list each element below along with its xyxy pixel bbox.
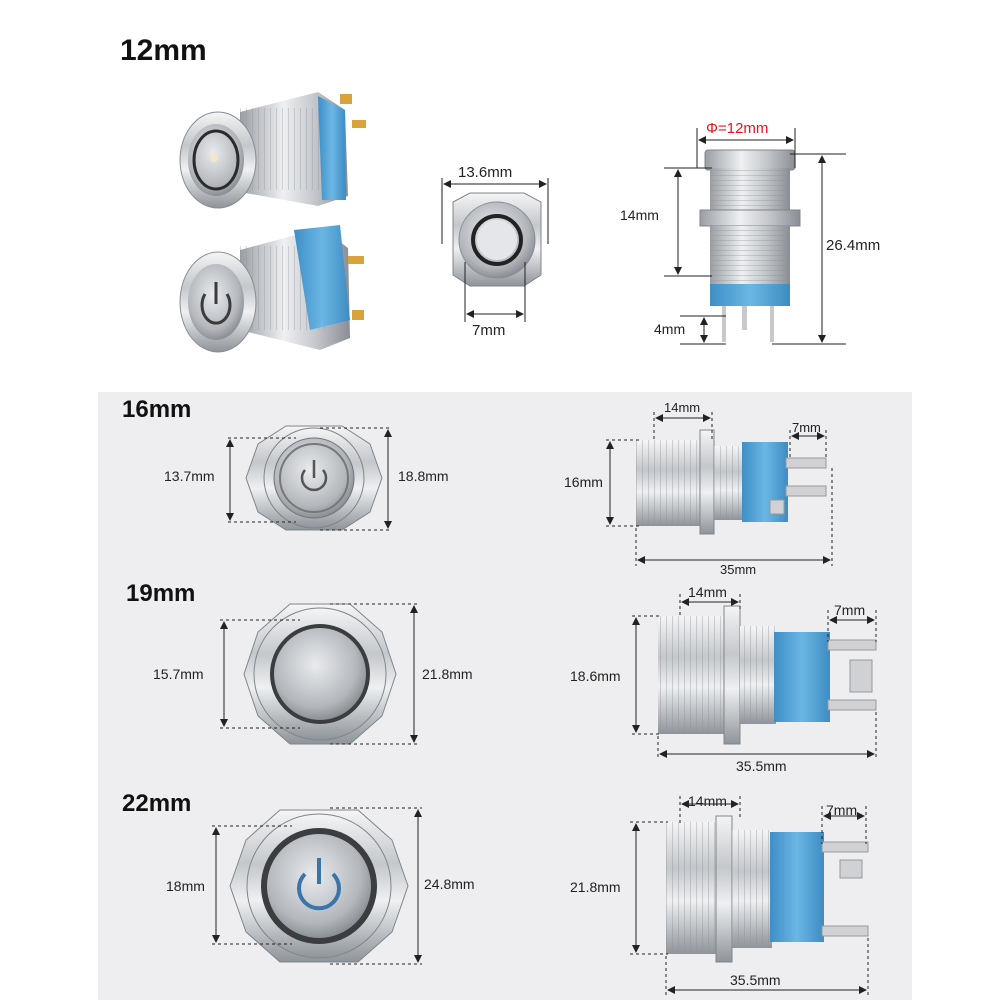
label-19mm-pin: 7mm <box>834 602 866 618</box>
dim-22mm-total <box>665 938 869 996</box>
switch-photo-power-symbol <box>179 225 364 353</box>
label-19mm-thread-len: 14mm <box>688 584 727 600</box>
dim-16mm-pin <box>789 430 827 460</box>
dim-16mm-dia <box>606 439 640 527</box>
label-22mm-total: 35.5mm <box>730 972 781 988</box>
switch-22mm-side-view <box>666 815 869 963</box>
title-22mm: 22mm <box>122 790 192 817</box>
dim-19mm-total <box>657 712 877 760</box>
label-16mm-pin: 7mm <box>792 420 821 435</box>
dim-19mm-dia <box>632 615 662 735</box>
label-16mm-outer: 18.8mm <box>398 468 449 484</box>
label-22mm-face: 18mm <box>166 878 205 894</box>
switch-16mm-side-view <box>636 429 827 535</box>
dim-12mm-led-ring <box>464 262 526 322</box>
label-19mm-total: 35.5mm <box>736 758 787 774</box>
switch-16mm-front-view <box>245 425 383 531</box>
switch-12mm-front-view <box>452 192 542 287</box>
label-16mm-thread-len: 14mm <box>664 400 701 415</box>
dim-22mm-dia <box>630 821 668 955</box>
label-22mm-outer: 24.8mm <box>424 876 475 892</box>
dim-22mm-face <box>212 825 292 945</box>
label-22mm-pin: 7mm <box>826 802 858 818</box>
label-22mm-dia: 21.8mm <box>570 879 621 895</box>
dim-16mm-total <box>635 468 833 566</box>
switch-19mm-side-view <box>658 605 877 745</box>
dim-19mm-outer <box>330 603 418 745</box>
switch-photo-led-ring <box>179 92 366 209</box>
title-12mm: 12mm <box>120 34 207 67</box>
label-12mm-total-len: 26.4mm <box>826 237 881 254</box>
label-12mm-led-ring: 7mm <box>472 322 506 339</box>
dim-22mm-pin <box>821 806 867 844</box>
switch-22mm-front-view <box>229 809 409 963</box>
dim-19mm-pin <box>827 610 877 642</box>
label-22mm-thread-len: 14mm <box>688 793 727 809</box>
switch-12mm-side-view <box>699 149 801 342</box>
dim-12mm-total-len <box>772 153 846 345</box>
label-12mm-pin-len: 4mm <box>654 321 686 337</box>
dim-12mm-thread-dia <box>696 128 796 168</box>
dim-12mm-front-width <box>441 178 549 244</box>
dim-22mm-outer <box>330 807 422 965</box>
label-19mm-outer: 21.8mm <box>422 666 473 682</box>
label-12mm-thread-dia: Φ=12mm <box>706 120 769 137</box>
label-16mm-total: 35mm <box>720 562 757 577</box>
dim-12mm-pin-len <box>680 315 726 345</box>
dim-19mm-face <box>220 619 300 729</box>
label-12mm-thread-len: 14mm <box>620 207 659 223</box>
switch-19mm-front-view <box>243 603 397 745</box>
dim-22mm-thread-len <box>679 796 741 824</box>
dim-16mm-thread-len <box>653 412 713 442</box>
label-12mm-front-width: 13.6mm <box>458 164 513 181</box>
dim-16mm-outer <box>320 427 392 531</box>
dim-19mm-thread-len <box>679 594 741 618</box>
dim-16mm-face <box>226 437 296 523</box>
label-19mm-dia: 18.6mm <box>570 668 621 684</box>
title-16mm: 16mm <box>122 396 192 423</box>
title-19mm: 19mm <box>126 580 196 607</box>
dim-12mm-thread-len <box>664 167 712 277</box>
label-16mm-dia: 16mm <box>564 474 603 490</box>
label-16mm-face: 13.7mm <box>164 468 215 484</box>
label-19mm-face: 15.7mm <box>153 666 204 682</box>
